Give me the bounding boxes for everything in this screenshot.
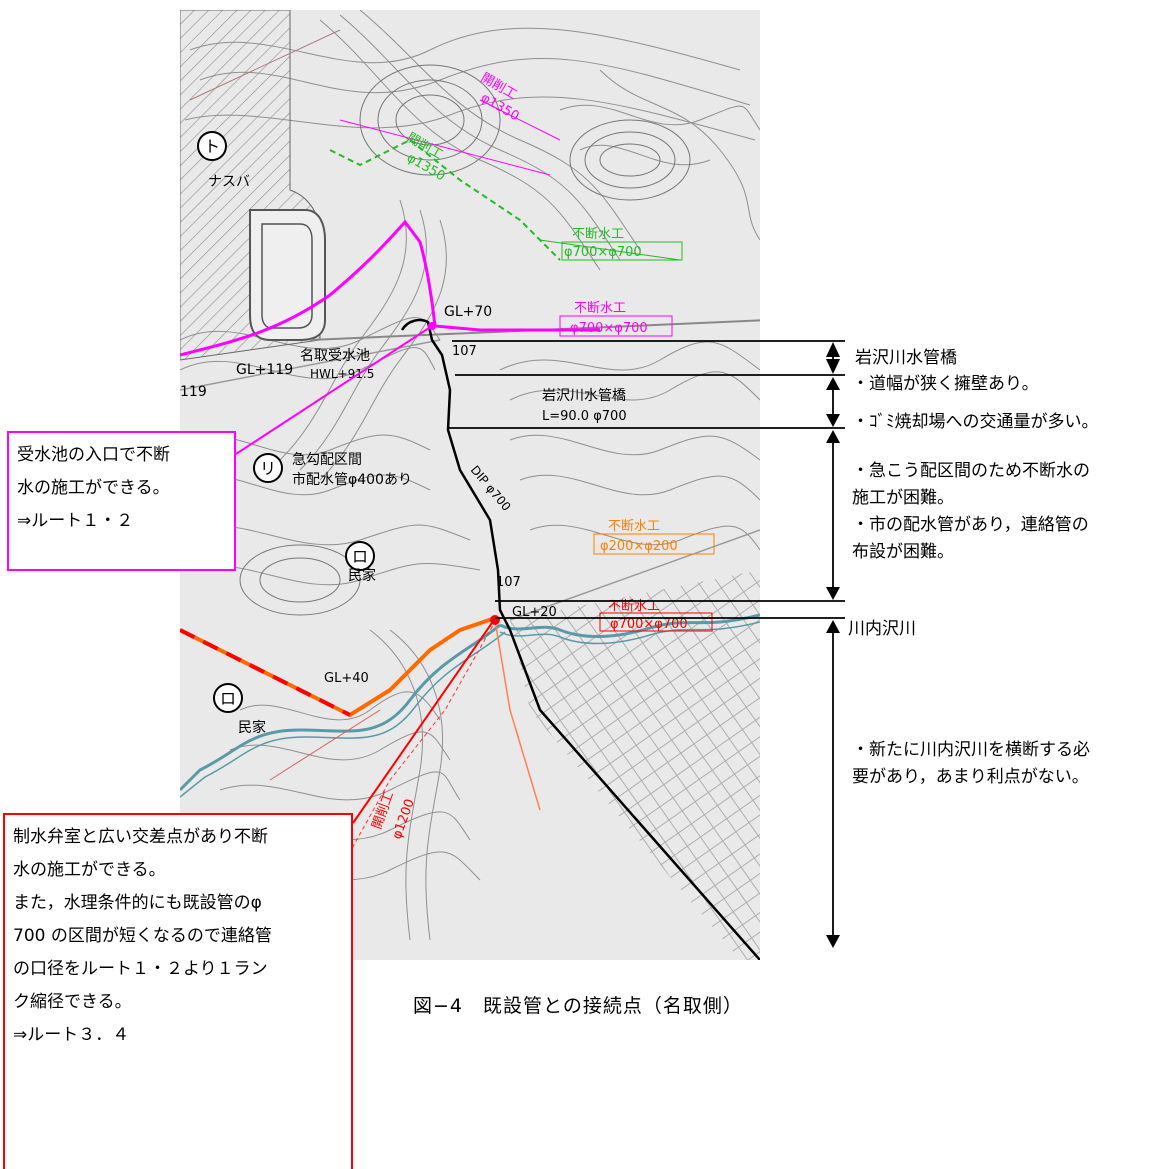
topographic-map: ト リ ロ ロ ナスバ GL+70 GL+119 119 名取受水池 HWL+9…	[180, 10, 760, 960]
note-kawauchi-river: 川内沢川	[848, 619, 916, 639]
river-kawauchisawa	[499, 613, 760, 638]
label-red-work: 不断水工	[608, 599, 660, 614]
marker-ro-2: ロ	[213, 683, 243, 713]
label-steep-1: 急勾配区間	[292, 452, 362, 468]
callout-line: の口径をルート１・２より１ラン	[13, 959, 268, 979]
callout-route-1-2: 受水池の入口で不断 水の施工ができる。 ⇒ルート１・２	[7, 431, 236, 571]
note-garbage-traffic: ・ｺﾞﾐ焼却場への交通量が多い。	[852, 412, 1099, 432]
note-iwasawa-bridge: 岩沢川水管橋	[855, 348, 957, 368]
label-natori-tank: 名取受水池	[300, 348, 370, 364]
callout-route-3-4: 制水弁室と広い交差点があり不断 水の施工ができる。 また，水理条件的にも既設管の…	[3, 813, 353, 1169]
label-green-spec: φ700×φ700	[564, 245, 642, 260]
callout-line: 水の施工ができる。	[13, 860, 166, 880]
marker-ri: リ	[253, 453, 283, 483]
label-steep-2: 市配水管φ400あり	[292, 471, 412, 488]
label-magenta-spec: φ700×φ700	[570, 321, 648, 336]
callout-line: 制水弁室と広い交差点があり不断	[13, 827, 268, 847]
note-new-crossing: ・新たに川内沢川を横断する必 要があり，あまり利点がない。	[852, 740, 1090, 787]
callout-line: 水の施工ができる。	[17, 478, 170, 498]
label-magenta-work: 不断水工	[574, 301, 626, 316]
note-road-narrow: ・道幅が狭く擁壁あり。	[852, 374, 1039, 394]
label-minka-2: 民家	[238, 719, 266, 736]
callout-line: ク縮径できる。	[13, 992, 132, 1012]
label-107-b: 107	[496, 575, 521, 590]
label-red-spec: φ700×φ700	[610, 617, 688, 632]
label-orange-spec: φ200×φ200	[600, 539, 678, 554]
label-hwl: HWL+91.5	[310, 367, 374, 381]
label-gl40: GL+40	[324, 671, 369, 686]
stadium-track	[249, 209, 326, 341]
existing-pipe	[400, 318, 760, 960]
label-bridge-name: 岩沢川水管橋	[542, 388, 626, 404]
marker-ro-1: ロ	[345, 541, 375, 571]
callout-line: ⇒ルート３．４	[13, 1025, 130, 1045]
callout-line: 700 の区間が短くなるので連絡管	[13, 926, 272, 946]
field-grid	[510, 570, 760, 960]
label-119: 119	[180, 384, 207, 400]
magenta-route	[180, 219, 600, 357]
label-minka-1: 民家	[348, 567, 376, 584]
svg-text:ト: ト	[204, 137, 220, 156]
figure-caption: 図−4 既設管との接続点（名取側）	[413, 995, 743, 1017]
callout-line: ⇒ルート１・２	[17, 511, 134, 531]
label-bridge-spec: L=90.0 φ700	[542, 409, 627, 424]
marker-to: ト	[197, 131, 227, 161]
label-gl70: GL+70	[444, 304, 492, 320]
label-nasuba: ナスバ	[208, 174, 250, 190]
svg-text:ロ: ロ	[220, 689, 236, 708]
label-gl119: GL+119	[236, 362, 293, 378]
label-green-work: 不断水工	[572, 227, 624, 242]
svg-text:ロ: ロ	[352, 547, 368, 566]
label-107-a: 107	[452, 344, 477, 359]
callout-line: また，水理条件的にも既設管のφ	[13, 893, 262, 913]
note-steep-section: ・急こう配区間のため不断水の 施工が困難。 ・市の配水管があり，連絡管の 布設が…	[852, 461, 1090, 562]
callout-line: 受水池の入口で不断	[17, 445, 170, 465]
green-route	[329, 138, 561, 261]
label-gl20: GL+20	[512, 605, 557, 620]
svg-text:リ: リ	[260, 459, 276, 478]
label-orange-work: 不断水工	[608, 519, 660, 534]
